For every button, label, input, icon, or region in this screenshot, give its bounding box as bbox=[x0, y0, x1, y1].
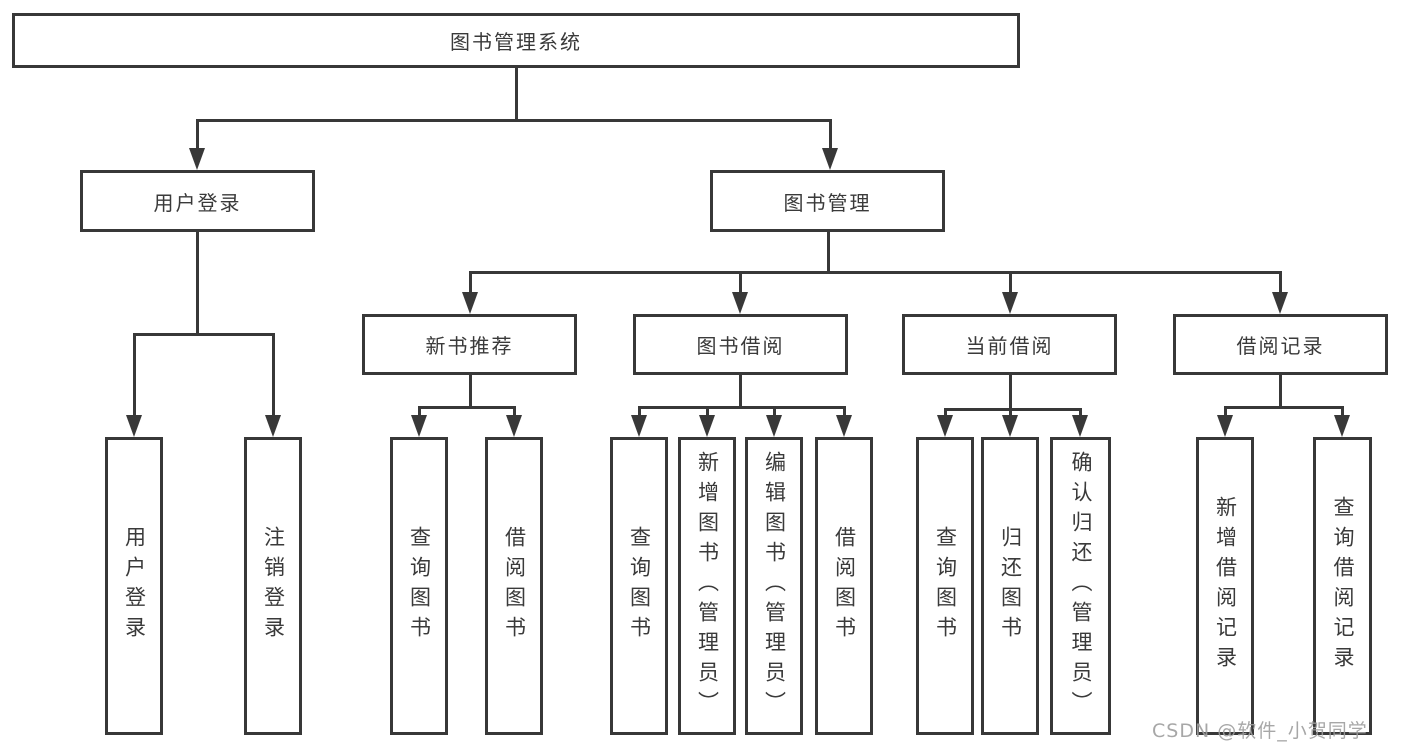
connector-vline bbox=[1009, 408, 1012, 418]
leaf-borrow-books-borrowing-label: 借阅图书 bbox=[832, 526, 857, 646]
node-current-borrowing: 当前借阅 bbox=[902, 314, 1117, 375]
connector-vline bbox=[706, 406, 709, 418]
connector-vline bbox=[418, 406, 421, 418]
arrow-down-icon bbox=[937, 415, 953, 437]
leaf-query-borrow-record-label: 查询借阅记录 bbox=[1331, 496, 1355, 676]
connector-vline bbox=[773, 406, 776, 418]
leaf-user-login: 用户登录 bbox=[105, 437, 163, 735]
arrow-down-icon bbox=[411, 415, 427, 437]
connector-vline bbox=[739, 271, 742, 295]
connector-vline bbox=[1009, 271, 1012, 295]
node-root: 图书管理系统 bbox=[12, 13, 1020, 68]
arrow-down-icon bbox=[506, 415, 522, 437]
leaf-add-books-admin-label: 新增图书（管理员） bbox=[695, 451, 720, 721]
leaf-query-books-recommend: 查询图书 bbox=[390, 437, 448, 735]
arrow-down-icon bbox=[766, 415, 782, 437]
leaf-edit-books-admin: 编辑图书（管理员） bbox=[745, 437, 803, 735]
arrow-down-icon bbox=[836, 415, 852, 437]
connector-hline bbox=[638, 406, 846, 409]
node-root-label: 图书管理系统 bbox=[450, 30, 582, 54]
node-user-login: 用户登录 bbox=[80, 170, 315, 232]
arrow-down-icon bbox=[631, 415, 647, 437]
connector-vline bbox=[196, 119, 199, 151]
leaf-query-books-current-label: 查询图书 bbox=[933, 526, 958, 646]
connector-vline bbox=[843, 406, 846, 418]
arrow-down-icon bbox=[265, 415, 281, 437]
node-book-management: 图书管理 bbox=[710, 170, 945, 232]
node-borrowing-records-label: 借阅记录 bbox=[1236, 334, 1325, 358]
leaf-confirm-return-admin-label: 确认归还（管理员） bbox=[1069, 451, 1093, 721]
leaf-add-books-admin: 新增图书（管理员） bbox=[678, 437, 736, 735]
connector-vline bbox=[469, 373, 472, 409]
leaf-query-books-current: 查询图书 bbox=[916, 437, 974, 735]
node-book-borrowing: 图书借阅 bbox=[633, 314, 848, 375]
leaf-add-borrow-record: 新增借阅记录 bbox=[1196, 437, 1254, 735]
connector-vline bbox=[1079, 408, 1082, 418]
leaf-query-books-borrowing: 查询图书 bbox=[610, 437, 668, 735]
node-user-login-label: 用户登录 bbox=[153, 190, 242, 215]
connector-vline bbox=[827, 230, 830, 274]
connector-hline bbox=[1224, 406, 1344, 409]
connector-vline bbox=[1224, 406, 1227, 418]
connector-vline bbox=[133, 333, 136, 417]
node-current-borrowing-label: 当前借阅 bbox=[965, 334, 1054, 358]
leaf-return-books: 归还图书 bbox=[981, 437, 1039, 735]
node-borrowing-records: 借阅记录 bbox=[1173, 314, 1388, 375]
leaf-confirm-return-admin: 确认归还（管理员） bbox=[1050, 437, 1111, 735]
node-new-book-recommend-label: 新书推荐 bbox=[425, 334, 514, 358]
connector-vline bbox=[638, 406, 641, 418]
leaf-user-login-label: 用户登录 bbox=[122, 526, 147, 646]
leaf-query-borrow-record: 查询借阅记录 bbox=[1313, 437, 1372, 735]
connector-hline bbox=[196, 119, 832, 122]
leaf-query-books-recommend-label: 查询图书 bbox=[407, 526, 432, 646]
leaf-logout: 注销登录 bbox=[244, 437, 302, 735]
arrow-down-icon bbox=[1002, 415, 1018, 437]
connector-vline bbox=[1279, 271, 1282, 295]
leaf-logout-label: 注销登录 bbox=[261, 526, 286, 646]
connector-vline bbox=[513, 406, 516, 418]
connector-vline bbox=[1009, 373, 1012, 411]
arrow-down-icon bbox=[1217, 415, 1233, 437]
arrow-down-icon bbox=[189, 148, 205, 170]
arrow-down-icon bbox=[732, 292, 748, 314]
connector-hline bbox=[469, 271, 1282, 274]
arrow-down-icon bbox=[822, 148, 838, 170]
arrow-down-icon bbox=[1334, 415, 1350, 437]
watermark: CSDN @软件_小贺同学 bbox=[1152, 720, 1368, 742]
leaf-edit-books-admin-label: 编辑图书（管理员） bbox=[762, 451, 787, 721]
leaf-return-books-label: 归还图书 bbox=[998, 526, 1023, 646]
connector-vline bbox=[829, 119, 832, 151]
leaf-add-borrow-record-label: 新增借阅记录 bbox=[1213, 496, 1238, 676]
connector-hline bbox=[133, 333, 275, 336]
connector-vline bbox=[196, 230, 199, 336]
arrow-down-icon bbox=[1002, 292, 1018, 314]
arrow-down-icon bbox=[462, 292, 478, 314]
leaf-query-books-borrowing-label: 查询图书 bbox=[627, 526, 652, 646]
arrow-down-icon bbox=[699, 415, 715, 437]
connector-vline bbox=[1279, 373, 1282, 409]
arrow-down-icon bbox=[126, 415, 142, 437]
connector-vline bbox=[739, 373, 742, 409]
connector-vline bbox=[469, 271, 472, 295]
arrow-down-icon bbox=[1272, 292, 1288, 314]
connector-vline bbox=[272, 333, 275, 417]
node-book-management-label: 图书管理 bbox=[783, 190, 872, 215]
leaf-borrow-books-recommend-label: 借阅图书 bbox=[502, 526, 527, 646]
node-book-borrowing-label: 图书借阅 bbox=[696, 334, 785, 358]
connector-vline bbox=[944, 408, 947, 418]
leaf-borrow-books-borrowing: 借阅图书 bbox=[815, 437, 873, 735]
connector-hline bbox=[418, 406, 516, 409]
connector-vline bbox=[515, 67, 518, 121]
leaf-borrow-books-recommend: 借阅图书 bbox=[485, 437, 543, 735]
node-new-book-recommend: 新书推荐 bbox=[362, 314, 577, 375]
arrow-down-icon bbox=[1072, 415, 1088, 437]
connector-vline bbox=[1341, 406, 1344, 418]
connector-hline bbox=[944, 408, 1082, 411]
